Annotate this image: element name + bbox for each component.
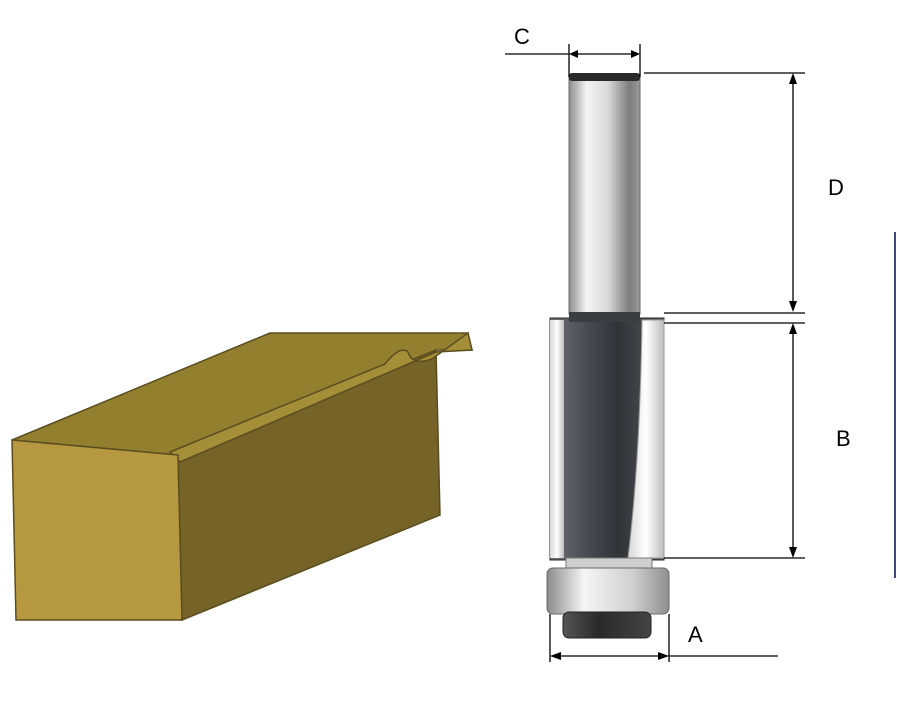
bearing-screw (562, 611, 652, 639)
dimension-label-d: D (828, 175, 844, 200)
dimension-label-c: C (514, 24, 530, 49)
dimension-label-a: A (688, 622, 703, 647)
cutter-neck (569, 312, 640, 322)
bit-shank (568, 76, 641, 315)
dimension-label-b: B (836, 426, 851, 451)
left-blade (550, 320, 564, 558)
wood-front-face (11, 439, 183, 621)
laminate-edge (168, 331, 473, 463)
wood-workpiece (11, 331, 473, 622)
dimension-lines (505, 44, 805, 662)
router-bit (546, 73, 670, 639)
guide-bearing (546, 567, 670, 615)
shank-top-cap (569, 73, 640, 81)
